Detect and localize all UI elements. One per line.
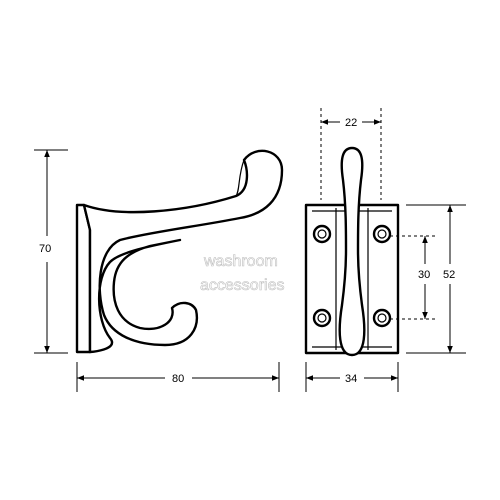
side-hook-upper-curve [235, 159, 245, 197]
side-back-plate [75, 203, 92, 354]
screw-hole-top-left [312, 224, 332, 244]
dimension-label-70: 70 [39, 243, 51, 255]
dimension-label-80: 80 [172, 373, 184, 385]
screw-hole-top-right [372, 224, 392, 244]
top-width-dimension: 22 [320, 108, 382, 200]
side-projection-dimension: 80 [76, 362, 280, 392]
hook-front-view [304, 146, 400, 357]
screw-hole-bottom-left [312, 308, 332, 328]
dimension-label-30: 30 [418, 269, 430, 281]
front-width-dimension: 34 [305, 362, 399, 392]
hole-spacing-dimension: 30 [390, 235, 436, 320]
dimension-label-34: 34 [345, 373, 357, 385]
watermark-line-1: washroom [203, 253, 278, 270]
side-height-dimension: 70 [34, 149, 68, 354]
front-hook-arm [338, 146, 366, 357]
hook-side-view [75, 149, 284, 354]
watermark-line-2: accessories [200, 277, 284, 294]
dimension-label-52: 52 [443, 269, 455, 281]
side-hook-arm [82, 149, 284, 354]
plate-height-dimension: 52 [406, 204, 466, 354]
watermark: washroom accessories [200, 253, 285, 295]
screw-hole-bottom-right [372, 308, 392, 328]
dimension-label-22: 22 [345, 117, 357, 129]
